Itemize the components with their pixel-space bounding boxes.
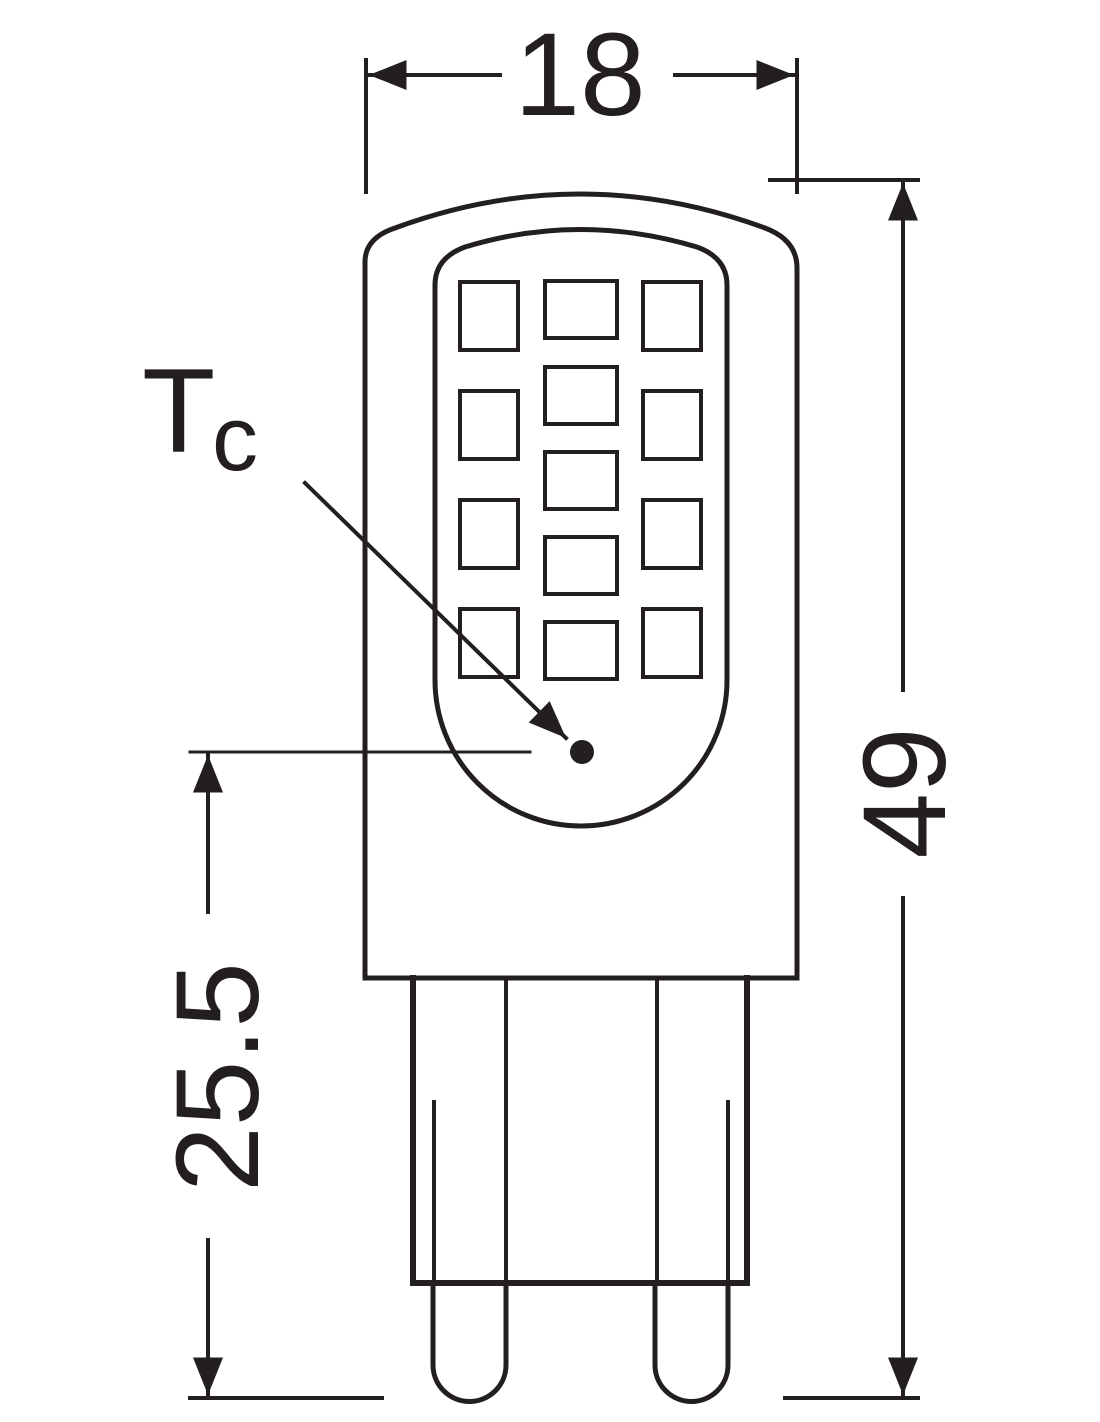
- led-chip: [641, 280, 703, 352]
- led-chip: [458, 280, 520, 352]
- led-chip: [543, 535, 619, 596]
- width-label: 18: [514, 9, 645, 141]
- led-chip: [543, 279, 619, 340]
- led-chip: [641, 607, 703, 679]
- tc-height-dimension: 25.5: [152, 750, 532, 1400]
- bulb-base: [410, 975, 750, 1286]
- led-chip: [458, 607, 520, 679]
- led-chip: [543, 365, 619, 426]
- led-chip: [641, 498, 703, 570]
- tc-height-label: 25.5: [152, 962, 284, 1192]
- led-chip: [458, 498, 520, 570]
- led-panel: [432, 227, 730, 829]
- led-chip: [543, 620, 619, 681]
- height-label: 49: [839, 727, 971, 858]
- pin-right: [652, 1282, 731, 1404]
- led-chip: [641, 389, 703, 461]
- tc-label-t: T: [142, 344, 215, 478]
- height-dimension: 49: [768, 178, 971, 1400]
- led-chip: [543, 450, 619, 511]
- tc-measurement-point: [570, 740, 594, 764]
- led-chips: [458, 279, 703, 681]
- width-dimension: 18: [364, 9, 799, 194]
- tc-pointer-arrow: [302, 480, 569, 741]
- tc-label-c: c: [212, 388, 258, 490]
- pin-left: [430, 1282, 509, 1404]
- bulb-body: [362, 191, 800, 981]
- base-outline: [410, 975, 750, 1286]
- led-chip: [458, 389, 520, 461]
